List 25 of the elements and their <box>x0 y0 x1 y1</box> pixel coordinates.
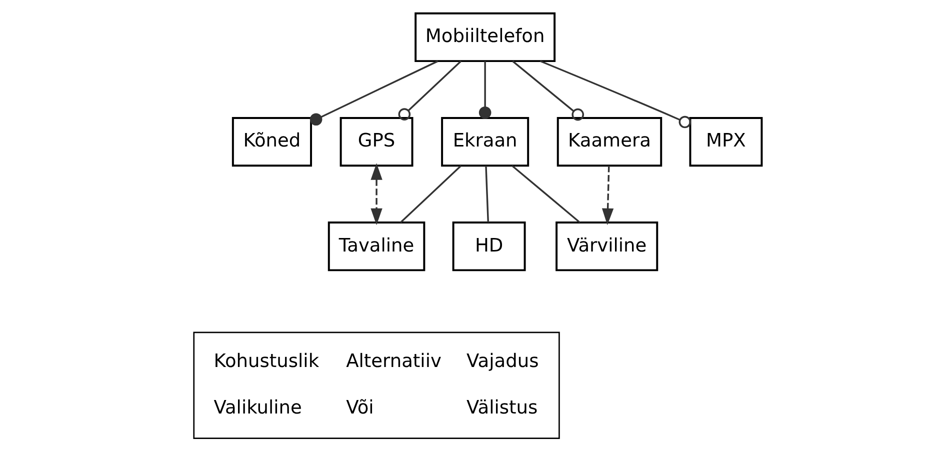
node-box: Kaamera <box>556 116 662 167</box>
node-box: Värviline <box>555 222 658 272</box>
connector <box>309 60 438 126</box>
node-box: Mobiiltelefon <box>414 12 556 62</box>
legend-label: Valikuline <box>213 397 302 418</box>
connector <box>539 60 691 128</box>
legend-label: Välistus <box>466 397 538 418</box>
node-box: Kõned <box>231 116 312 167</box>
node-box: MPX <box>688 116 762 167</box>
connector <box>484 166 489 223</box>
connector <box>512 60 584 121</box>
legend-label: Või <box>346 397 374 418</box>
connector <box>511 165 580 224</box>
node-box: GPS <box>339 116 413 167</box>
arrow <box>601 166 614 226</box>
node-box: HD <box>452 222 526 272</box>
node-box: Tavaline <box>327 222 425 272</box>
legend-label: Alternatiiv <box>346 351 441 372</box>
connector <box>399 165 462 224</box>
legend-label: Kohustuslik <box>213 351 319 372</box>
connector <box>398 60 462 120</box>
node-box: Ekraan <box>440 116 529 167</box>
connector <box>478 61 491 119</box>
legend-label: Vajadus <box>466 351 538 372</box>
arrow <box>370 163 382 226</box>
